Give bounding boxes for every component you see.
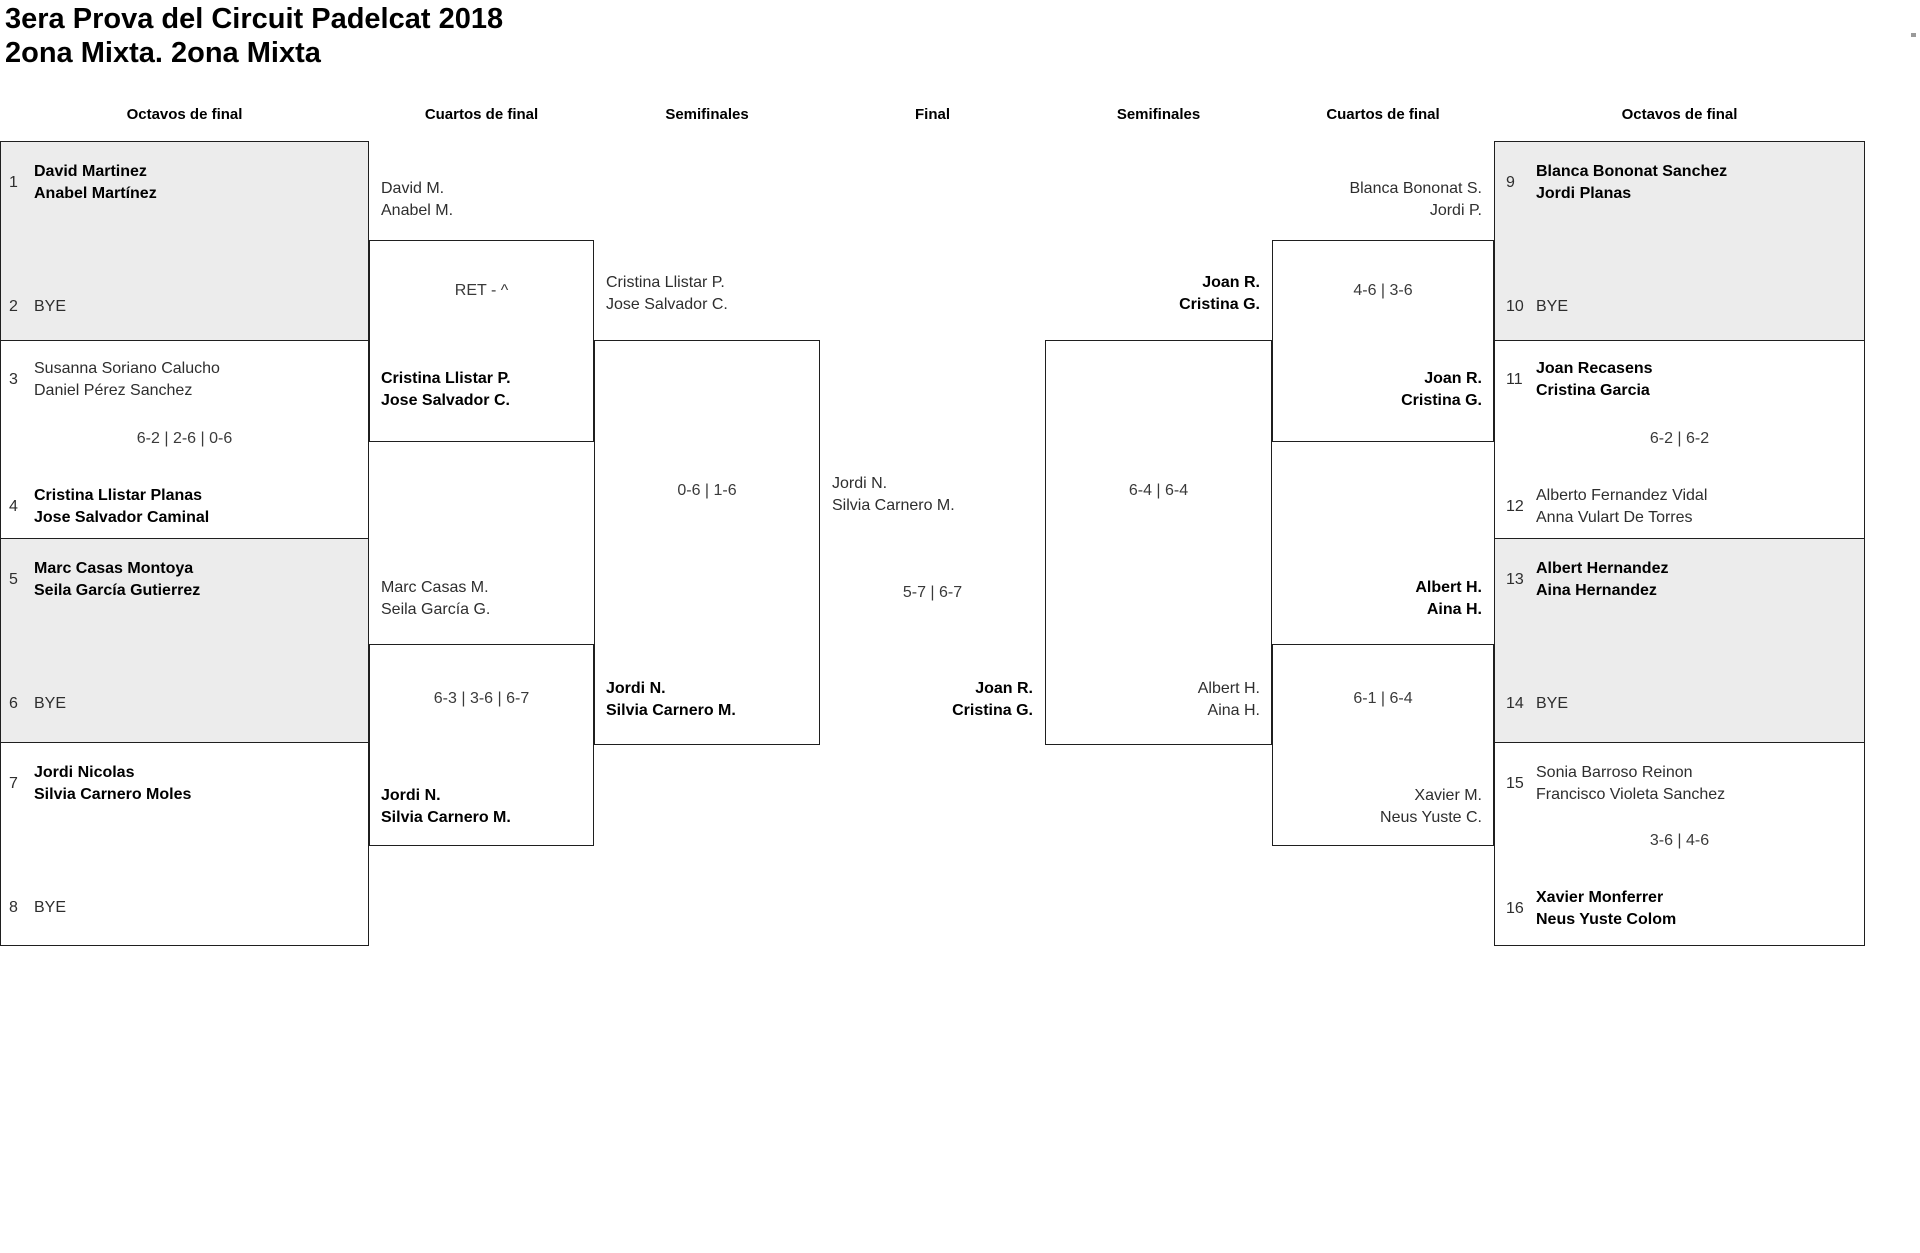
seed-number: 7	[9, 775, 18, 792]
seed-number: 16	[1506, 900, 1524, 917]
round-header-final: Final	[914, 106, 950, 123]
team-names: BYE	[1536, 695, 1569, 712]
tournament-title: 3era Prova del Circuit Padelcat 2018 2on…	[5, 2, 503, 70]
seed-number: 10	[1506, 298, 1524, 315]
semifinalist-label: Joan R.Cristina G.	[1179, 274, 1260, 313]
octavos-left-match-1-box	[0, 141, 369, 341]
team-names: BYE	[34, 899, 67, 916]
semifinal-right-box	[1045, 340, 1272, 745]
quarterfinalist-label: David M.Anabel M.	[381, 180, 454, 219]
match-score: 6-2 | 2-6 | 0-6	[136, 430, 233, 447]
seed-number: 6	[9, 695, 18, 712]
tournament-title-line: 3era Prova del Circuit Padelcat 2018	[5, 3, 504, 35]
seed-number: 5	[9, 571, 18, 588]
quarterfinalist-label: Cristina Llistar P.Jose Salvador C.	[381, 370, 511, 409]
team-names: BYE	[1536, 298, 1569, 315]
octavos-left-match-4-box	[0, 742, 369, 946]
match-score: 6-1 | 6-4	[1353, 690, 1413, 707]
round-header-octavos-left: Octavos de final	[126, 106, 243, 123]
quarterfinalist-label: Marc Casas M.Seila García G.	[381, 579, 491, 618]
match-score: 6-2 | 6-2	[1649, 430, 1710, 447]
seed-number: 3	[9, 371, 18, 388]
quarterfinalist-label: Jordi N.Silvia Carnero M.	[381, 787, 511, 826]
champion-label: Joan R.Cristina G.	[952, 680, 1033, 719]
semifinalist-label: Jordi N.Silvia Carnero M.	[606, 680, 736, 719]
match-score: 6-3 | 3-6 | 6-7	[433, 690, 530, 707]
team-slot-seed-2: 2 BYE	[9, 296, 361, 318]
seed-number: 14	[1506, 695, 1524, 712]
octavos-left-match-2-box	[0, 340, 369, 539]
category-subtitle: 2ona Mixta. 2ona Mixta	[5, 37, 321, 69]
semifinal-left-box	[594, 340, 820, 745]
round-header-octavos-right: Octavos de final	[1621, 106, 1738, 123]
match-score: 4-6 | 3-6	[1353, 282, 1413, 299]
seed-number: 11	[1506, 371, 1523, 388]
round-header-cuartos-left: Cuartos de final	[424, 106, 539, 123]
ui-artifact	[1911, 33, 1916, 37]
match-score: 0-6 | 1-6	[677, 482, 737, 499]
seed-number: 12	[1506, 498, 1524, 515]
match-score: 5-7 | 6-7	[902, 584, 963, 601]
cuartos-left-match-1-box	[369, 240, 594, 442]
quarterfinalist-label: Xavier M.Neus Yuste C.	[1380, 787, 1482, 826]
team-slot-seed-8: 8 BYE	[9, 897, 361, 919]
seed-number: 9	[1506, 174, 1515, 191]
team-slot-seed-14: 14 BYE	[1506, 693, 1856, 715]
round-header-semis-right: Semifinales	[1116, 106, 1201, 123]
quarterfinalist-label: Blanca Bononat S.Jordi P.	[1349, 180, 1482, 219]
round-header-semis-left: Semifinales	[665, 106, 749, 123]
finalist-label: Jordi N.Silvia Carnero M.	[832, 475, 955, 514]
cuartos-left-match-2-box	[369, 644, 594, 846]
semifinalist-label: Cristina Llistar P.Jose Salvador C.	[606, 274, 728, 313]
semifinalist-label: Albert H.Aina H.	[1197, 680, 1260, 719]
quarterfinalist-label: Albert H.Aina H.	[1415, 579, 1482, 618]
round-header-cuartos-right: Cuartos de final	[1326, 106, 1440, 123]
team-names: BYE	[34, 695, 67, 712]
octavos-right-match-1-box	[1494, 141, 1865, 341]
seed-number: 4	[9, 498, 18, 515]
match-score: 3-6 | 4-6	[1649, 832, 1710, 849]
octavos-right-match-4-box	[1494, 742, 1865, 946]
seed-number: 8	[9, 899, 18, 916]
match-score: 6-4 | 6-4	[1128, 482, 1189, 499]
octavos-right-match-2-box	[1494, 340, 1865, 539]
cuartos-right-match-2-box	[1272, 644, 1494, 846]
octavos-right-match-3-box	[1494, 538, 1865, 743]
cuartos-right-match-1-box	[1272, 240, 1494, 442]
quarterfinalist-label: Joan R.Cristina G.	[1401, 370, 1482, 409]
seed-number: 13	[1506, 571, 1524, 588]
seed-number: 1	[9, 174, 18, 191]
seed-number: 2	[9, 298, 18, 315]
match-score: RET - ^	[454, 282, 509, 299]
seed-number: 15	[1506, 775, 1524, 792]
team-slot-seed-6: 6 BYE	[9, 693, 361, 715]
team-slot-seed-10: 10 BYE	[1506, 296, 1856, 318]
team-names: BYE	[34, 298, 67, 315]
